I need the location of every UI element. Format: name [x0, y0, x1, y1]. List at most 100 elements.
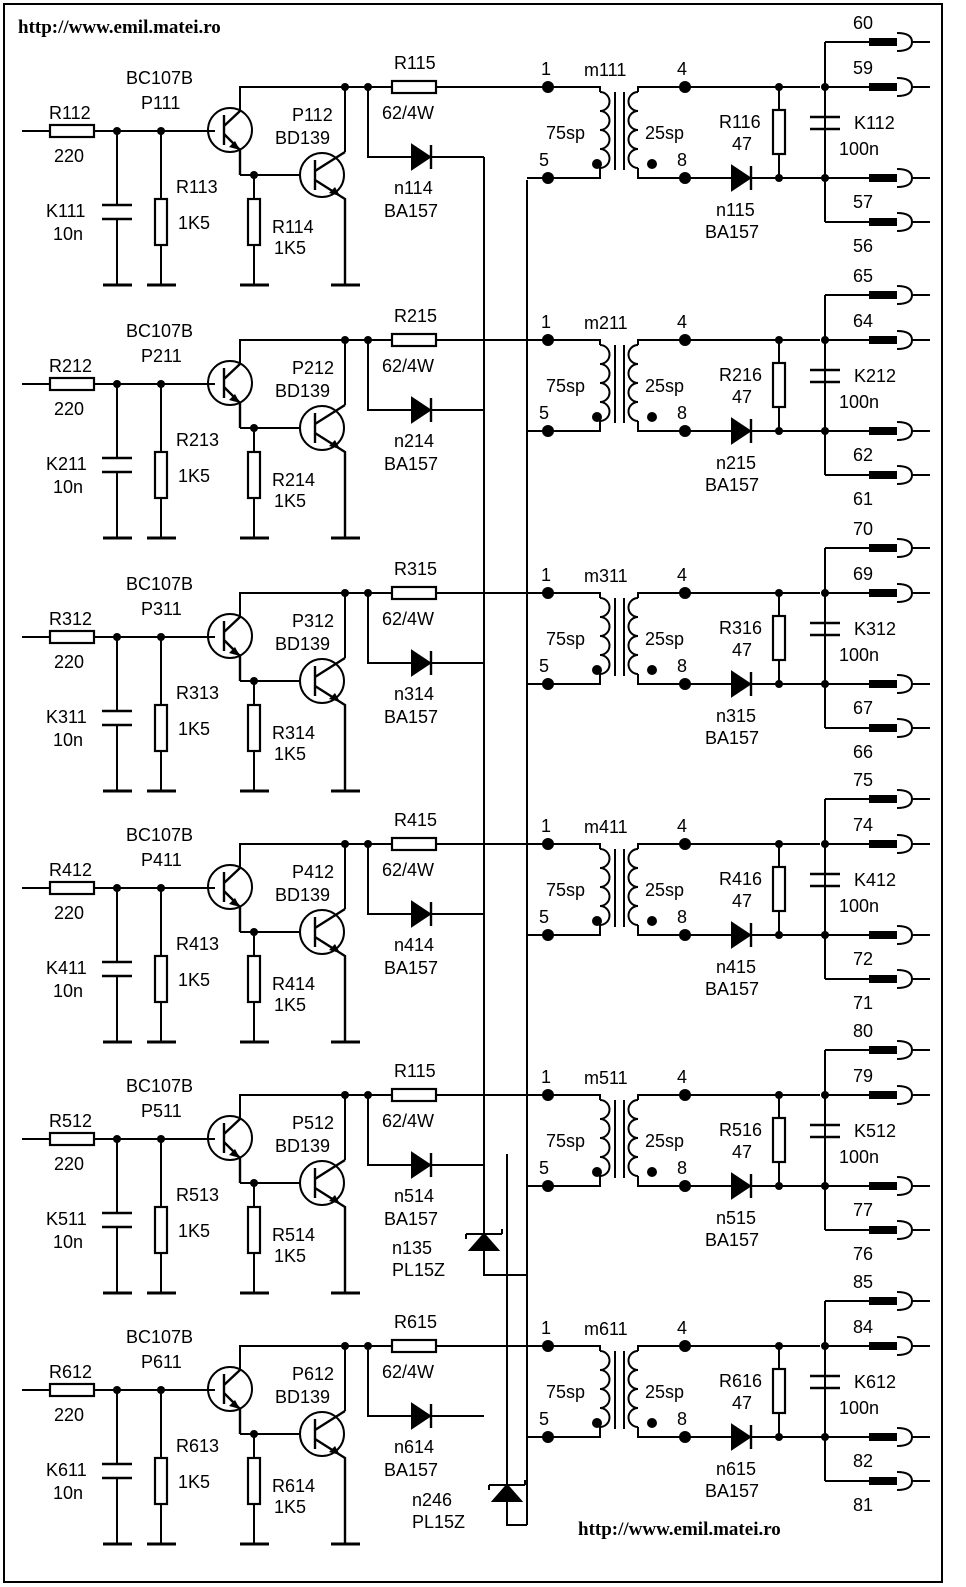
- stage-2-resistor-rb: [153, 450, 169, 500]
- zener-n246: n246 PL15Z: [412, 1480, 526, 1532]
- stage-2-pin8-label: 8: [677, 403, 687, 423]
- stage-4-out-3-pin: [869, 931, 897, 939]
- stage-4-d1-wire: [367, 844, 484, 915]
- stage-3-t1-emitter-arrow: [229, 647, 240, 656]
- stage-6-d1-ref: n614: [394, 1437, 434, 1457]
- stage-2-rb-value: 1K5: [178, 466, 210, 486]
- stage-6-out-1-label: 85: [853, 1272, 873, 1292]
- stage-5-resistor-rc: [390, 1087, 438, 1103]
- stage-3-pin8-label: 8: [677, 656, 687, 676]
- stage-4-junction-rs-top: [775, 840, 783, 848]
- stage-4-output-connector-4: 71: [825, 969, 930, 1013]
- stage-3-cs-ref: K312: [854, 619, 896, 639]
- stage-1-rin-value: 220: [54, 146, 84, 166]
- stage-1-cin-value: 10n: [53, 224, 83, 244]
- stage-5-resistor-rb: [153, 1205, 169, 1255]
- stage-6-primary-phase-dot: [592, 1418, 602, 1428]
- stage-6-rc-to-pin1: [436, 1345, 601, 1351]
- stage-2-d1-wire: [367, 340, 484, 411]
- stage-5-output-connector-2: 79: [825, 1066, 930, 1105]
- stage-4-cs-value: 100n: [839, 896, 879, 916]
- stage-6-junction-rs-bot: [775, 1433, 783, 1441]
- stage-3-cin-value: 10n: [53, 730, 83, 750]
- stage-3-t1-type: BC107B: [126, 574, 193, 594]
- stage-6-cs-value: 100n: [839, 1398, 879, 1418]
- stage-3-t2-emitter-arrow: [329, 693, 340, 702]
- stage-5-output-connector-3: 77: [825, 1176, 930, 1220]
- stage-5-t2-internal: [313, 1158, 347, 1293]
- stage-1-t2-ref: P112: [292, 105, 333, 125]
- stage-4-t2-type: BD139: [275, 885, 330, 905]
- stage-2-rs-ref: R216: [719, 365, 762, 385]
- stage-1-output-connector-1: 60: [825, 13, 930, 52]
- stage-4-secondary-winding: [627, 848, 639, 926]
- stage-5-pin4-dot: [679, 1089, 691, 1101]
- stage-2-out-2-label: 64: [853, 311, 873, 331]
- stage-4-d1-ref: n414: [394, 935, 434, 955]
- stage-4-transistor-t1: [207, 864, 253, 910]
- stage-5-rs-ref: R516: [719, 1120, 762, 1140]
- stage-6-junction-rs-top: [775, 1342, 783, 1350]
- stage-5-rb-value: 1K5: [178, 1221, 210, 1241]
- stage-3-pin5-label: 5: [539, 656, 549, 676]
- stage-1-primary-phase-dot: [592, 159, 602, 169]
- stage-3-out-2-socket: [896, 583, 914, 603]
- stage-6-pin4-label: 4: [677, 1318, 687, 1338]
- stage-5-junction-rs-top: [775, 1091, 783, 1099]
- stage-2-rin-value: 220: [54, 399, 84, 419]
- stage-4-t2-emitter-arrow: [329, 944, 340, 953]
- stage-6-cin-value: 10n: [53, 1483, 83, 1503]
- stage-4-rin-value: 220: [54, 903, 84, 923]
- stage-5-diode-d1: [411, 1151, 432, 1179]
- zener-n246-type: PL15Z: [412, 1512, 465, 1532]
- stage-3-d1-ref: n314: [394, 684, 434, 704]
- stage-3-out-4-label: 66: [853, 742, 873, 762]
- stage-1-output-connector-2: 59: [825, 58, 930, 97]
- stage-5-t2-type: BD139: [275, 1136, 330, 1156]
- stage-4-junction-rs-bot: [775, 931, 783, 939]
- stage-3-junction-col: [341, 589, 349, 597]
- stage-1-primary-turns: 75sp: [546, 123, 585, 143]
- stage-4-re-value: 1K5: [274, 995, 306, 1015]
- stage-5-junction-col: [341, 1091, 349, 1099]
- stage-1-pin5-label: 5: [539, 150, 549, 170]
- stage-2: R212220K21110nR2131K5BC107BP211R2141K5P2…: [22, 266, 930, 540]
- stage-6-out-2-socket: [896, 1336, 914, 1356]
- stage-3-secondary-winding: [627, 597, 639, 675]
- stage-3-cin-ref: K311: [46, 707, 87, 727]
- stage-2-out-2-socket: [896, 330, 914, 350]
- stage-4-out-2-socket: [896, 834, 914, 854]
- stage-1-out-4-socket: [896, 212, 914, 232]
- stage-2-pin5-wire: [527, 421, 601, 432]
- stage-3-transistor-t2: [299, 658, 345, 704]
- stage-3-resistor-rc: [390, 585, 438, 601]
- stage-6-rin-ref: R612: [49, 1362, 92, 1382]
- stage-6-rc-value: 62/4W: [382, 1362, 434, 1382]
- stage-2-secondary-phase-dot: [647, 412, 657, 422]
- stage-2-t2-internal: [313, 403, 347, 538]
- stage-2-out-1-label: 65: [853, 266, 873, 286]
- stage-3-rc-value: 62/4W: [382, 609, 434, 629]
- stage-5-t1-emitter-arrow: [229, 1149, 240, 1158]
- stage-5-rin-value: 220: [54, 1154, 84, 1174]
- stage-6-secondary-turns: 25sp: [645, 1382, 684, 1402]
- stage-6-t2-emitter-arrow: [329, 1446, 340, 1455]
- stage-1-cs-value: 100n: [839, 139, 879, 159]
- stage-4-t1-internal: [222, 867, 242, 932]
- stage-6-output-connector-4: 81: [825, 1471, 930, 1515]
- stage-3-primary-turns: 75sp: [546, 629, 585, 649]
- stage-3-re-value: 1K5: [274, 744, 306, 764]
- stage-2-resistor-rc: [390, 332, 438, 348]
- stage-1-cap-cin-plates: [102, 203, 132, 221]
- stage-4-pin8-dot: [679, 929, 691, 941]
- stage-4-cap-cin-plates: [102, 960, 132, 978]
- stage-3-diode-d2: [731, 670, 752, 698]
- zener-n135-bar: [465, 1229, 503, 1239]
- stage-5-resistor-rs: [771, 1116, 787, 1164]
- stage-6-resistor-re: [246, 1456, 262, 1506]
- stage-1-t1-type: BC107B: [126, 68, 193, 88]
- stage-6-t1-internal: [222, 1369, 242, 1434]
- stage-2-d2-type: BA157: [705, 475, 759, 495]
- stage-6-transistor-t2: [299, 1411, 345, 1457]
